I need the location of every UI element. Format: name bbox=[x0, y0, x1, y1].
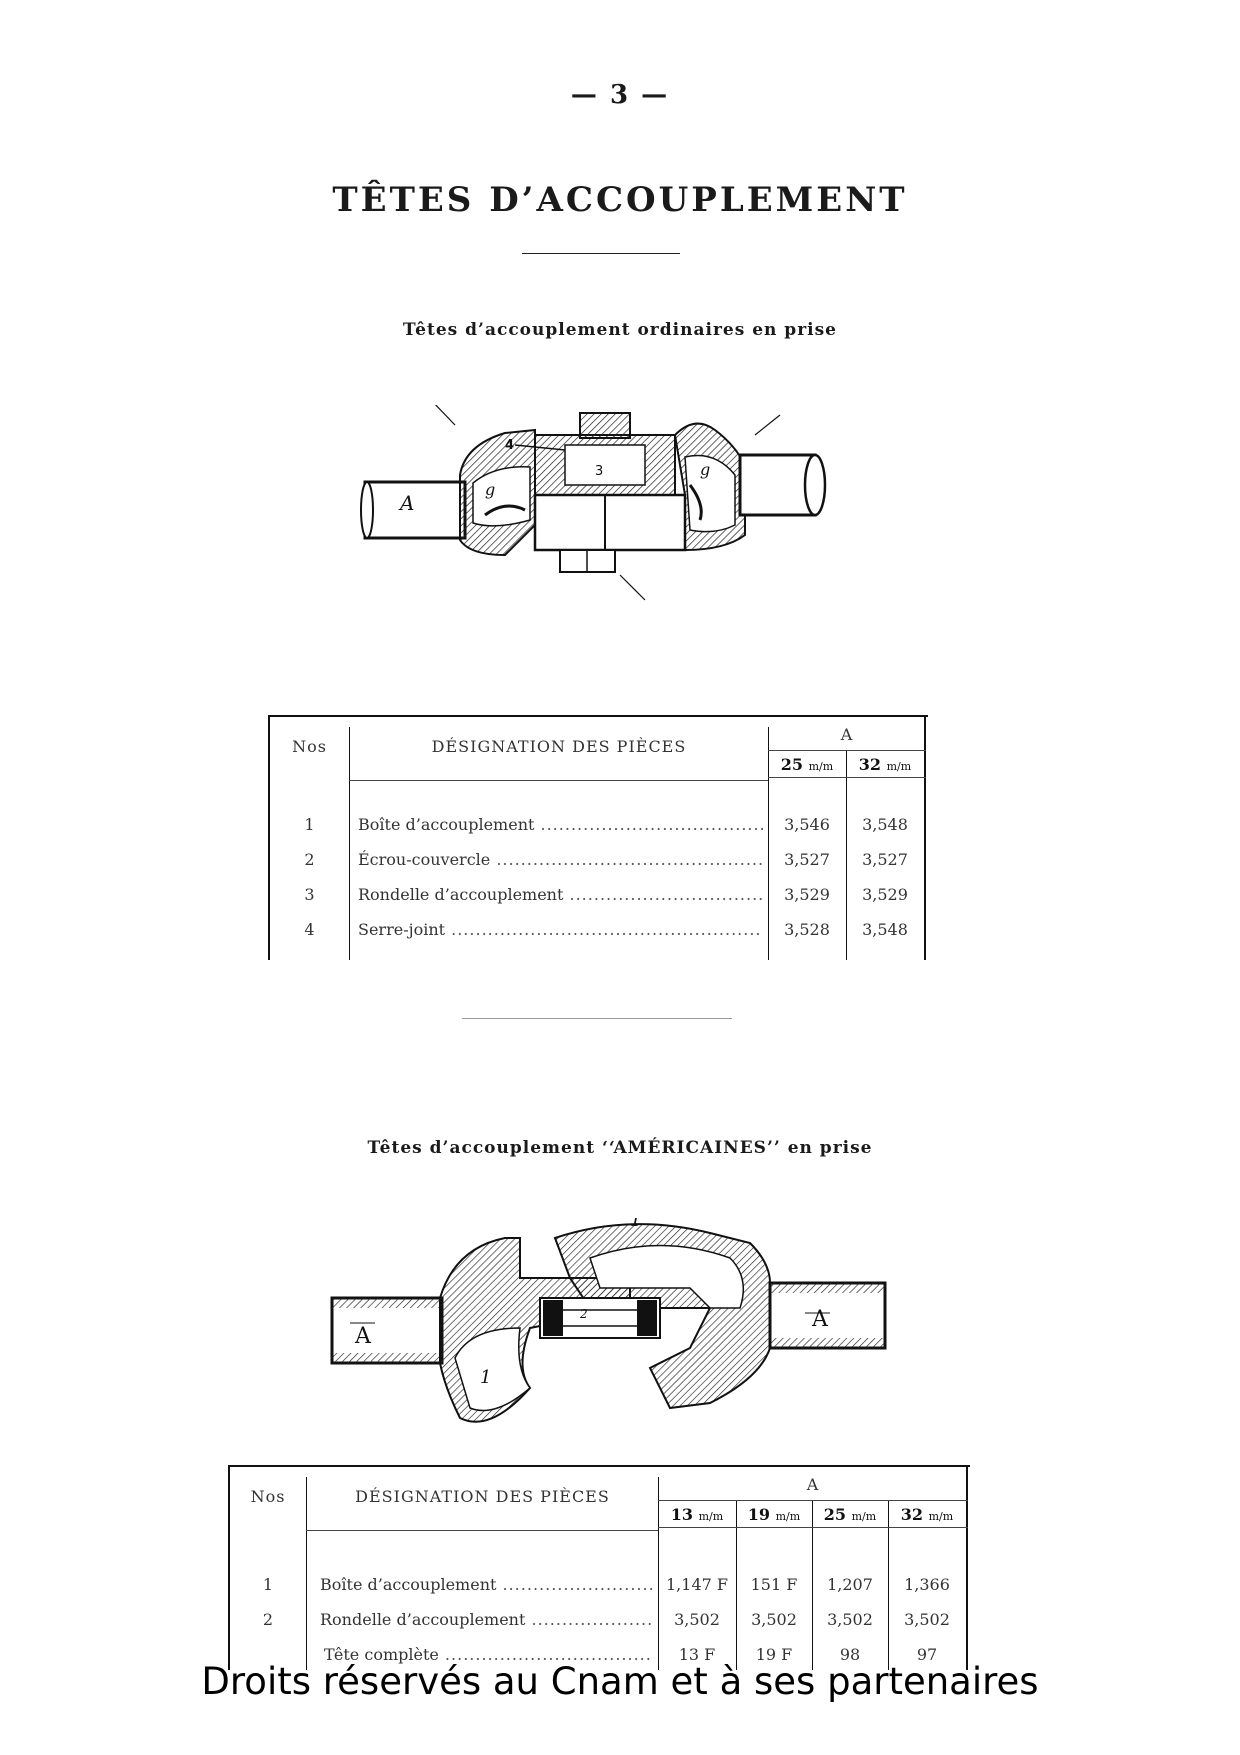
american-parts-table: Nos DÉSIGNATION DES PIÈCES A 13 m/m 19 m… bbox=[228, 1465, 970, 1670]
row-num: 1 bbox=[262, 1575, 274, 1594]
row-value: 3,529 bbox=[784, 885, 830, 904]
row-value: 1,366 bbox=[904, 1575, 950, 1594]
ordinary-coupling-figure: A g g 3 4 bbox=[360, 405, 827, 601]
row-value: 3,529 bbox=[862, 885, 908, 904]
size-header: 32 m/m bbox=[900, 1505, 954, 1524]
row-value: 3,502 bbox=[674, 1610, 720, 1629]
svg-text:1: 1 bbox=[480, 1367, 491, 1388]
row-designation: Écrou-couvercle bbox=[358, 850, 763, 869]
row-value: 3,502 bbox=[827, 1610, 873, 1629]
section2-heading: Têtes d’accouplement ‘‘AMÉRICAINES’’ en … bbox=[367, 1138, 873, 1158]
row-value: 13 F bbox=[678, 1645, 716, 1664]
col-group-header: A bbox=[806, 1475, 820, 1494]
svg-text:2: 2 bbox=[579, 1307, 588, 1321]
row-value: 3,528 bbox=[784, 920, 830, 939]
row-designation: Tête complète bbox=[324, 1645, 653, 1664]
size-header: 25 m/m bbox=[780, 755, 834, 774]
row-value: 1,147 F bbox=[666, 1575, 728, 1594]
title-rule bbox=[522, 253, 680, 254]
row-value: 3,502 bbox=[751, 1610, 797, 1629]
row-num: 4 bbox=[304, 920, 315, 939]
row-value: 3,527 bbox=[862, 850, 908, 869]
size-header: 13 m/m bbox=[670, 1505, 724, 1524]
svg-text:A: A bbox=[354, 1324, 372, 1349]
row-value: 3,546 bbox=[784, 815, 830, 834]
row-value: 98 bbox=[839, 1645, 861, 1664]
row-designation: Rondelle d’accouplement bbox=[358, 885, 763, 904]
row-num: 2 bbox=[262, 1610, 274, 1629]
row-designation: Rondelle d’accouplement bbox=[320, 1610, 653, 1629]
col-designation-header: DÉSIGNATION DES PIÈCES bbox=[431, 737, 687, 756]
row-value: 1,207 bbox=[827, 1575, 873, 1594]
col-num-header: Nos bbox=[292, 737, 327, 756]
row-num: 1 bbox=[304, 815, 315, 834]
row-value: 151 F bbox=[750, 1575, 798, 1594]
size-header: 25 m/m bbox=[823, 1505, 877, 1524]
row-value: 3,548 bbox=[862, 920, 908, 939]
american-coupling-figure: A A 1 1 2 bbox=[330, 1218, 887, 1423]
svg-text:g: g bbox=[700, 460, 710, 479]
row-value: 3,548 bbox=[862, 815, 908, 834]
row-designation: Boîte d’accouplement bbox=[358, 815, 763, 834]
row-value: 3,527 bbox=[784, 850, 830, 869]
svg-text:1: 1 bbox=[630, 1218, 641, 1231]
svg-text:A: A bbox=[398, 491, 414, 515]
row-value: 3,502 bbox=[904, 1610, 950, 1629]
svg-text:A: A bbox=[811, 1307, 829, 1332]
row-value: 19 F bbox=[755, 1645, 793, 1664]
row-num: 2 bbox=[304, 850, 315, 869]
page-number: — 3 — bbox=[570, 80, 670, 110]
section1-heading: Têtes d’accouplement ordinaires en prise bbox=[402, 320, 837, 340]
row-value: 97 bbox=[916, 1645, 938, 1664]
row-designation: Serre-joint bbox=[358, 920, 763, 939]
col-group-header: A bbox=[840, 725, 854, 744]
row-num: 3 bbox=[304, 885, 315, 904]
col-designation-header: DÉSIGNATION DES PIÈCES bbox=[355, 1487, 610, 1506]
section-separator bbox=[462, 1018, 732, 1019]
ordinary-parts-table: Nos DÉSIGNATION DES PIÈCES A 25 m/m 32 m… bbox=[268, 715, 928, 960]
svg-text:g: g bbox=[485, 480, 495, 499]
svg-text:3: 3 bbox=[595, 464, 603, 479]
size-header: 19 m/m bbox=[747, 1505, 801, 1524]
row-designation: Boîte d’accouplement bbox=[320, 1575, 653, 1594]
page-title: TÊTES D’ACCOUPLEMENT bbox=[332, 180, 908, 220]
svg-text:4: 4 bbox=[505, 438, 514, 453]
col-num-header: Nos bbox=[250, 1487, 286, 1506]
size-header: 32 m/m bbox=[858, 755, 912, 774]
rights-footer: Droits réservés au Cnam et à ses partena… bbox=[201, 1660, 1039, 1703]
